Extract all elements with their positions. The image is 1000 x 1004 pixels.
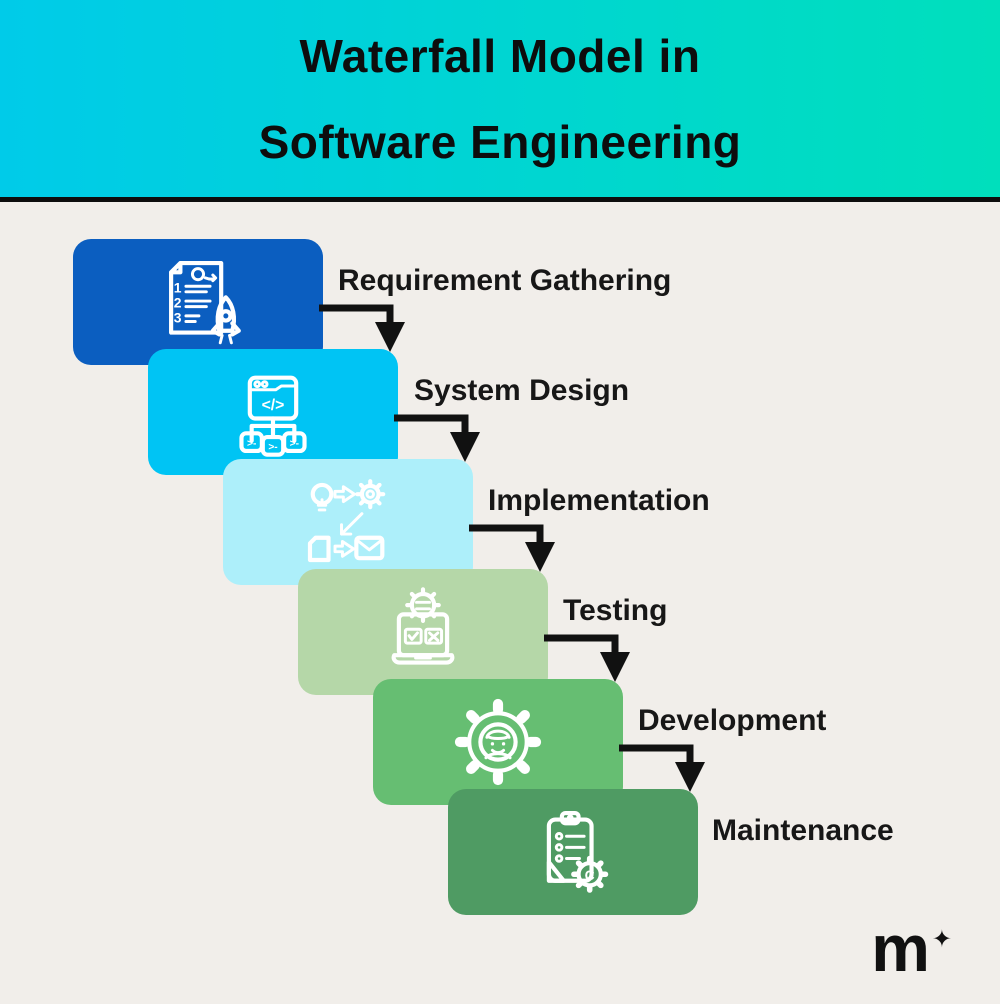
- stage-label-implementation: Implementation: [488, 484, 710, 517]
- development-icon: [454, 698, 542, 786]
- stage-label-maintenance: Maintenance: [712, 814, 894, 847]
- svg-text:1: 1: [174, 280, 182, 296]
- page-title-line1: Waterfall Model in: [299, 29, 701, 82]
- flow-arrow-3: [469, 524, 555, 572]
- svg-text:2: 2: [174, 295, 182, 311]
- stage-label-requirement-gathering: Requirement Gathering: [338, 264, 672, 297]
- svg-text:>-: >-: [247, 438, 256, 449]
- stage-box-development: [373, 679, 623, 805]
- flow-arrow-1: [319, 304, 405, 352]
- stage-box-maintenance: C: [448, 789, 698, 915]
- maintenance-icon: C: [546, 810, 609, 893]
- testing-icon: [391, 587, 455, 665]
- svg-text:C: C: [585, 867, 595, 883]
- stage-label-system-design: System Design: [414, 374, 630, 407]
- brand-logo: m✦: [871, 915, 952, 981]
- stage-box-implementation: [223, 459, 473, 585]
- implementation-icon: [307, 479, 386, 563]
- stage-label-development: Development: [638, 704, 827, 737]
- sparkle-star-icon: ✦: [931, 926, 952, 953]
- stage-box-requirement-gathering: 1 2 3: [73, 239, 323, 365]
- flow-arrow-2: [394, 414, 480, 462]
- stage-box-system-design: </> >- >- >-: [148, 349, 398, 475]
- system-design-icon: </> >- >- >-: [239, 375, 307, 457]
- brand-logo-m: m: [871, 911, 930, 985]
- flow-arrow-4: [544, 634, 630, 682]
- svg-text:>-: >-: [290, 438, 299, 449]
- svg-text:</>: </>: [262, 397, 285, 414]
- header: Waterfall Model in Software Engineering: [0, 0, 1000, 202]
- page-title-line2: Software Engineering: [258, 115, 742, 168]
- flow-arrow-5: [619, 744, 705, 792]
- svg-text:>-: >-: [268, 442, 277, 453]
- stage-box-testing: [298, 569, 548, 695]
- requirements-document-icon: 1 2 3: [169, 260, 241, 345]
- svg-text:3: 3: [174, 309, 182, 325]
- stage-label-testing: Testing: [563, 594, 668, 627]
